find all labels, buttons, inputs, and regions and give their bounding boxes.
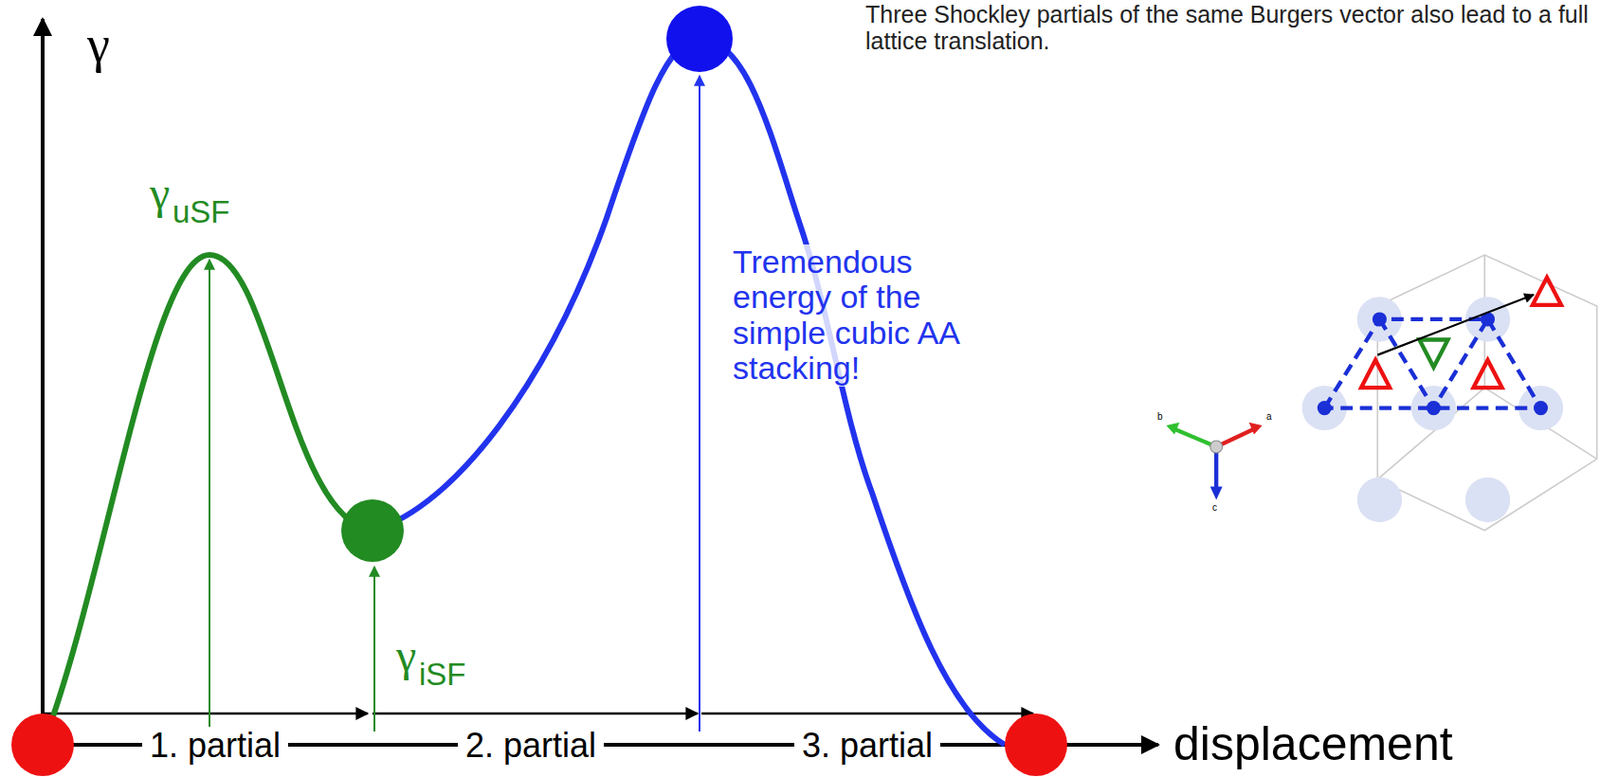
axes-icon xyxy=(1165,422,1262,501)
axis-letter: c xyxy=(1212,502,1218,513)
burgers-arrow xyxy=(1377,294,1534,356)
partial-arrow xyxy=(44,712,368,716)
a-axis-head xyxy=(1249,422,1263,436)
cell-edges xyxy=(1377,254,1597,480)
axis-letter: b xyxy=(1157,411,1164,422)
isf-subscript: iSF xyxy=(418,657,467,692)
usf-symbol: γ xyxy=(149,168,170,219)
blue-curve xyxy=(372,38,1005,746)
usf-subscript: uSF xyxy=(172,195,231,230)
lattice-points xyxy=(1317,311,1548,416)
b-axis xyxy=(1175,429,1217,447)
partial-label: 3. partial xyxy=(794,727,941,765)
red-triangle xyxy=(1532,277,1562,306)
x-axis-label: displacement xyxy=(1173,718,1454,771)
axis-label: γ xyxy=(87,17,110,73)
b-axis-head xyxy=(1165,422,1180,436)
partial-arrow xyxy=(701,712,1034,716)
usf-arrow xyxy=(208,259,211,732)
isf-dot xyxy=(341,499,404,563)
atom-site xyxy=(1465,477,1510,523)
axes-origin xyxy=(1210,440,1223,454)
aa-arrow xyxy=(698,75,701,732)
header-note: Three Shockley partials of the same Burg… xyxy=(865,1,1596,55)
blue-dashed-lattice xyxy=(1324,319,1541,409)
red-triangles xyxy=(1361,277,1562,388)
atom-site xyxy=(1357,477,1402,523)
lattice-point xyxy=(1533,400,1548,416)
partial-label: 1. partial xyxy=(142,727,289,765)
isf-arrow xyxy=(373,566,376,732)
y-axis xyxy=(40,18,45,749)
lattice-point xyxy=(1426,400,1441,416)
lattice-point xyxy=(1317,400,1332,416)
start-dot xyxy=(11,713,74,777)
c-axis-head xyxy=(1210,486,1223,500)
axis-letter: a xyxy=(1266,411,1273,422)
cell-outline xyxy=(1377,254,1597,531)
isf-symbol: γ xyxy=(396,631,417,682)
atom-sites xyxy=(1302,296,1564,523)
partial-label: 2. partial xyxy=(457,727,604,765)
green-triangle xyxy=(1418,339,1448,367)
lattice-point xyxy=(1372,311,1387,327)
partial-arrow xyxy=(372,712,698,716)
cell-hexagon xyxy=(1377,254,1597,531)
aa-dot xyxy=(666,5,733,73)
green-curve xyxy=(42,254,373,746)
crystal-illustration xyxy=(1165,254,1597,531)
atom-site xyxy=(1302,385,1347,431)
red-triangle xyxy=(1472,360,1502,388)
end-dot xyxy=(1004,713,1068,777)
red-triangle xyxy=(1361,360,1390,388)
note-text: Tremendous energy of the simple cubic AA… xyxy=(732,244,991,387)
